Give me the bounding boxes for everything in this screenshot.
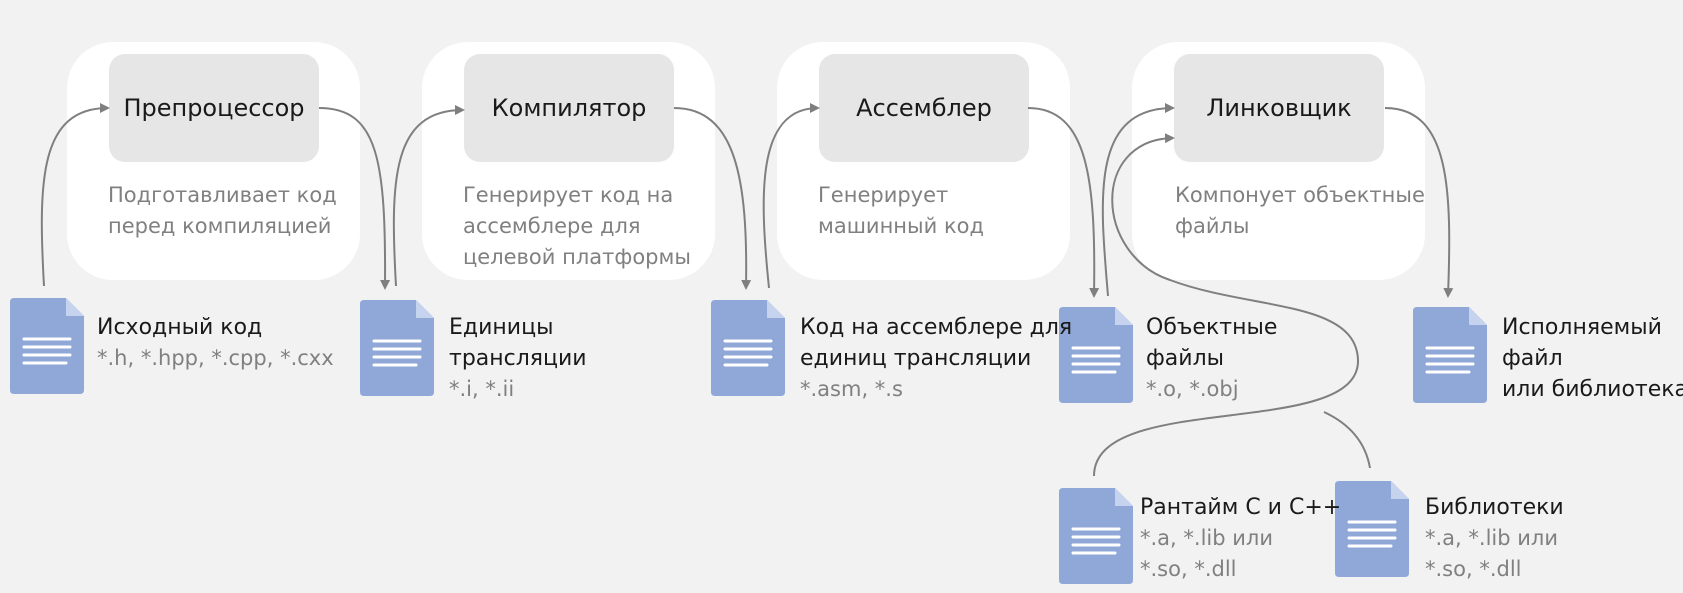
description-line: перед компиляцией [108,214,332,238]
stage-description: Подготавливает код перед компиляцией [108,180,337,242]
description-line: Генерирует [818,183,949,207]
arrow-libraries-to-link-path [1323,411,1371,469]
document-icon [10,298,84,394]
document-icon [1335,481,1409,577]
file-extensions: *.o, *.obj [1146,377,1239,401]
file-name: Единицы [449,315,554,340]
stage-description: Компонует объектные файлы [1175,180,1425,242]
file-extensions: *.so, *.dll [1140,557,1237,581]
document-icon [360,300,434,396]
description-line: машинный код [818,214,984,238]
description-line: файлы [1175,214,1250,238]
file-name: Библиотеки [1425,495,1564,520]
file-extensions: *.h, *.hpp, *.cpp, *.cxx [97,346,334,370]
file-name: Объектные [1146,315,1278,340]
file-name: файл [1502,346,1563,371]
file-extensions: *.a, *.lib или [1140,526,1273,550]
file-name: файлы [1146,346,1225,371]
file-name: Исполняемый [1502,315,1662,340]
file-extensions: *.i, *.ii [449,377,515,401]
stage-description: Генерирует код на ассемблере для целевой… [463,180,691,273]
stage-assembler: Ассемблер [819,54,1029,162]
document-icon [1059,488,1133,584]
description-line: Генерирует код на [463,183,674,207]
file-extensions: *.a, *.lib или [1425,526,1558,550]
stage-preprocessor: Препроцессор [109,54,319,162]
description-line: ассемблере для [463,214,641,238]
stage-compiler: Компилятор [464,54,674,162]
description-line: Подготавливает код [108,183,337,207]
file-extensions: *.so, *.dll [1425,557,1522,581]
file-name: Код на ассемблере для [800,315,1073,340]
file-name: Исходный код [97,315,263,340]
file-extensions: *.asm, *.s [800,377,903,401]
stage-description: Генерирует машинный код [818,180,984,242]
document-icon [711,300,785,396]
file-name: или библиотека [1502,377,1683,402]
stage-linker: Линковщик [1174,54,1384,162]
document-icon [1413,307,1487,403]
file-name: трансляции [449,346,587,371]
file-name: Рантайм C и C++ [1140,495,1342,520]
file-name: единиц трансляции [800,346,1032,371]
description-line: Компонует объектные [1175,183,1425,207]
description-line: целевой платформы [463,245,691,269]
